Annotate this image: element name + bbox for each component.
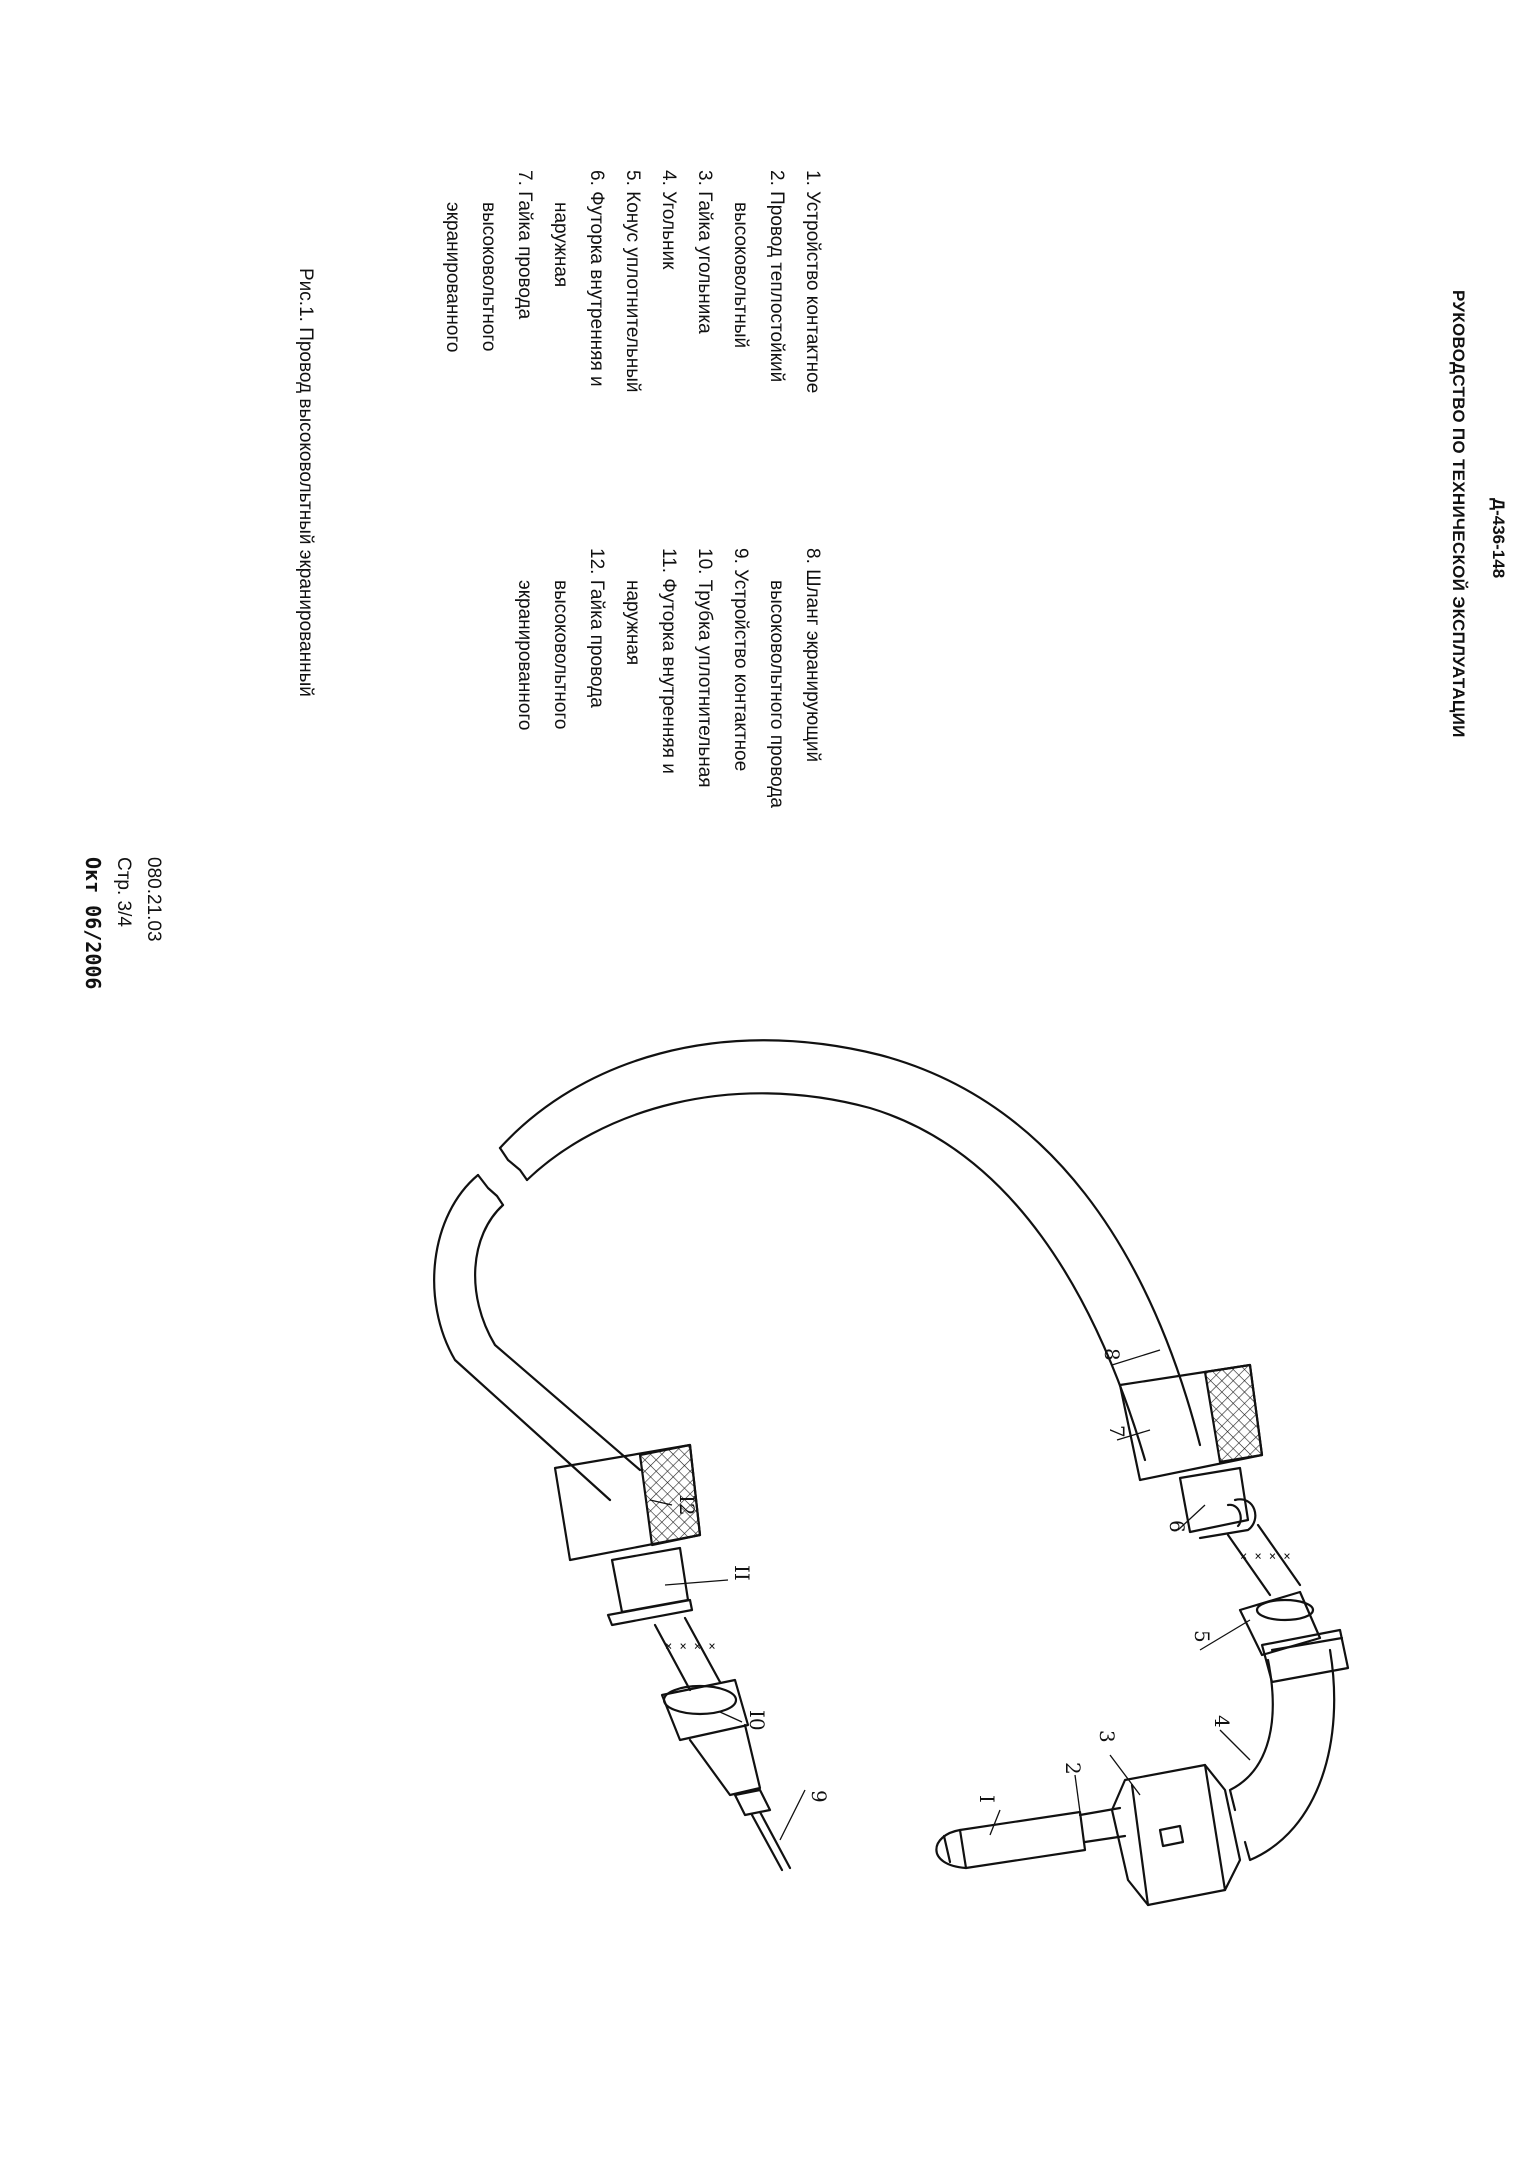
cable-core-upper: × × × × [1226,1523,1302,1597]
elbow-nut-3 [1110,1763,1242,1907]
callout-9: 9 [807,1790,831,1803]
callout-3: 3 [1095,1730,1119,1743]
callout-6: 6 [1165,1520,1189,1533]
callout-4: 4 [1210,1715,1234,1728]
contact-device-9 [733,1788,792,1872]
sealing-cone-5 [1238,1590,1322,1657]
contact-device-1 [935,1806,1127,1870]
svg-text:× × × ×: × × × × [665,1639,716,1653]
callout-labels: I 2 3 4 5 6 7 8 9 I0 II I2 [675,1348,1234,1803]
callout-1: I [975,1795,999,1803]
callout-leader-lines [649,1349,1251,1841]
svg-text:× × × ×: × × × × [1240,1549,1291,1563]
callout-2: 2 [1061,1762,1085,1775]
sealing-tube-10 [660,1678,762,1797]
nut-12 [553,1443,702,1562]
ferrule-11 [606,1546,694,1627]
nut-7 [1118,1363,1264,1482]
callout-12: I2 [675,1495,699,1516]
cable-core-lower: × × × × [653,1616,722,1692]
callout-7: 7 [1105,1425,1129,1438]
callout-10: I0 [745,1710,769,1731]
callout-11: II [730,1565,754,1581]
ferrule-6 [1178,1466,1257,1540]
callout-8: 8 [1100,1348,1124,1361]
shielding-hose [433,1039,1202,1502]
callout-5: 5 [1190,1630,1214,1643]
elbow-4 [1228,1628,1350,1862]
